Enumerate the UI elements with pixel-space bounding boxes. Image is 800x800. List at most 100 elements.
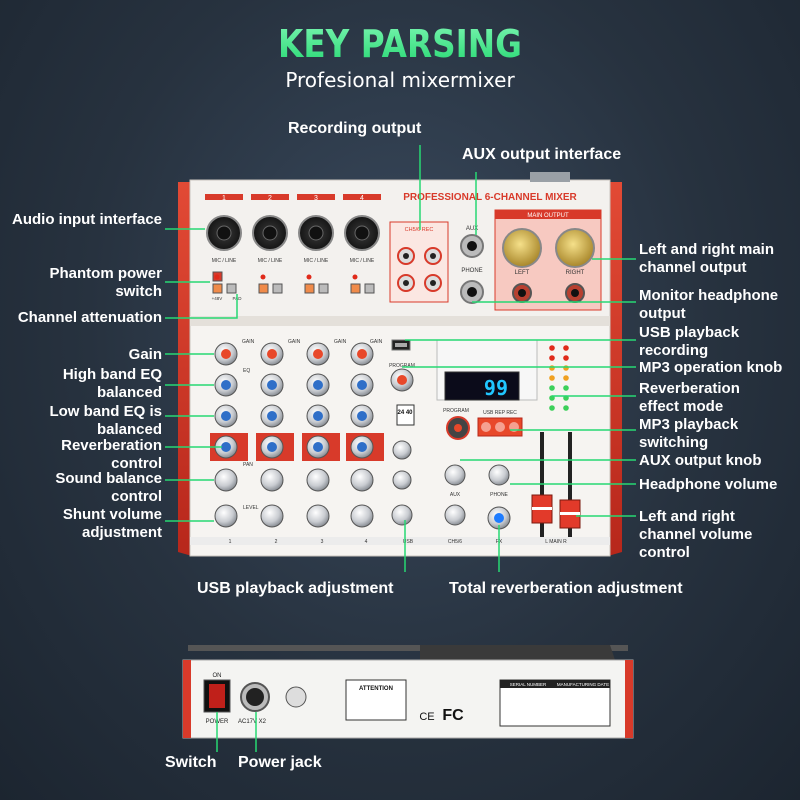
level-label-1: LEVEL xyxy=(243,505,259,511)
label-channel-attenuation: Channel attenuation xyxy=(17,309,162,326)
ch56-rec-label: CH5/6 REC xyxy=(405,227,434,233)
label-audio-input: Audio input interface xyxy=(12,211,162,228)
label-aux-knob: AUX output knob xyxy=(639,452,762,469)
gain-label-2: GAIN xyxy=(288,339,301,345)
phone-label-top: PHONE xyxy=(461,268,482,274)
aux-label-top: AUX xyxy=(466,226,478,232)
knob xyxy=(260,504,284,528)
ch-num-3: 3 xyxy=(314,195,318,202)
knob-cap xyxy=(357,349,367,359)
knob xyxy=(350,504,374,528)
label-recording-output: Recording output xyxy=(288,120,422,137)
strip-main: L MAIN R xyxy=(545,539,567,545)
led xyxy=(563,355,569,361)
label-reverb-control: Reverberation control xyxy=(61,437,162,472)
knob-cap xyxy=(357,411,367,421)
label-phantom-power: Phantom power switch xyxy=(49,265,162,300)
rear-ce: CE xyxy=(419,711,434,723)
gain-label-1: GAIN xyxy=(242,339,255,345)
label-high-eq: High band EQ balanced xyxy=(62,366,162,401)
display-number: 99 xyxy=(484,376,508,400)
knob xyxy=(306,468,330,492)
knob-cap xyxy=(313,380,323,390)
label-reverb-mode: Reverberation effect mode xyxy=(639,380,740,415)
right-label: RIGHT xyxy=(566,270,585,276)
label-aux-output: AUX output interface xyxy=(462,146,622,163)
knob-cap xyxy=(267,411,277,421)
led xyxy=(549,405,555,411)
channel-strips xyxy=(210,342,384,528)
label-sound-balance: Sound balance control xyxy=(55,470,162,505)
strip-num-3: 3 xyxy=(321,539,324,545)
knob-cap xyxy=(357,380,367,390)
mp3-section: 99 xyxy=(436,339,538,440)
program-label-2: PROGRAM xyxy=(443,408,469,414)
page-subtitle: Profesional mixermixer xyxy=(285,68,515,92)
label-usb-playback: USB playback recording xyxy=(639,324,740,359)
knob xyxy=(306,504,330,528)
knob xyxy=(260,468,284,492)
eq-label-1: EQ xyxy=(243,368,250,374)
label-total-reverb: Total reverberation adjustment xyxy=(449,580,683,597)
label-headphone-volume: Headphone volume xyxy=(639,476,778,493)
strip-usb: USB xyxy=(403,539,414,545)
led-meter xyxy=(549,345,569,411)
strip-num-4: 4 xyxy=(365,539,368,545)
rear-panel xyxy=(182,645,634,739)
label-main-output: Left and right main channel output xyxy=(639,241,774,276)
aux-fx-knobs xyxy=(444,464,511,530)
strip-ch56: CH5/6 xyxy=(448,539,462,545)
left-label: LEFT xyxy=(515,270,530,276)
knob xyxy=(350,468,374,492)
ch-num-2: 2 xyxy=(268,195,272,202)
label-mp3-knob: MP3 operation knob xyxy=(639,359,783,376)
aux-phone-column: AUX PHONE xyxy=(460,226,484,304)
usb-column: 24 40 xyxy=(390,339,415,526)
led xyxy=(549,375,555,381)
program-label-1: PROGRAM xyxy=(389,363,415,369)
knob-cap xyxy=(221,380,231,390)
rear-attention: ATTENTION xyxy=(359,686,393,692)
knob xyxy=(214,504,238,528)
phone-label-knob: PHONE xyxy=(490,492,508,498)
mic-line-4: MIC / LINE xyxy=(350,258,375,264)
knob-cap xyxy=(267,349,277,359)
rear-serial: SERIAL NUMBER xyxy=(510,682,547,687)
mic-line-2: MIC / LINE xyxy=(258,258,283,264)
label-mp3-switch: MP3 playback switching xyxy=(639,416,739,451)
label-monitor-headphone: Monitor headphone output xyxy=(639,287,779,322)
led xyxy=(549,345,555,351)
ch-num-1: 1 xyxy=(222,195,226,202)
knob-cap xyxy=(221,411,231,421)
badge-24-40: 24 40 xyxy=(397,410,413,416)
pan-label-1: PAN xyxy=(243,462,253,468)
knob xyxy=(214,468,238,492)
led xyxy=(549,365,555,371)
led xyxy=(563,385,569,391)
knob-cap xyxy=(221,442,231,452)
led xyxy=(563,345,569,351)
channel-inputs xyxy=(205,194,381,294)
gain-label-3: GAIN xyxy=(334,339,347,345)
aux-label-knob: AUX xyxy=(450,492,461,498)
label-gain: Gain xyxy=(128,346,162,363)
rear-on: ON xyxy=(213,673,222,679)
rear-manufacture: MANUFACTURING DATE xyxy=(557,682,609,687)
mic-line-3: MIC / LINE xyxy=(304,258,329,264)
panel-brand: PROFESSIONAL 6-CHANNEL MIXER xyxy=(403,192,577,203)
ch56-rec-box: CH5/6 REC xyxy=(389,221,449,303)
page-title: KEY PARSING xyxy=(56,22,744,66)
usb-rep-rec-label: USB REP REC xyxy=(483,410,517,416)
knob-cap xyxy=(221,349,231,359)
knob-cap xyxy=(267,380,277,390)
knob-cap xyxy=(313,411,323,421)
rear-ac-in: AC17V X2 xyxy=(238,719,267,725)
mic-line-1: MIC / LINE xyxy=(212,258,237,264)
plus48v-1: +48V xyxy=(212,296,223,301)
knob-cap xyxy=(313,349,323,359)
label-lr-volume: Left and right channel volume control xyxy=(639,508,753,561)
rear-fc: FC xyxy=(442,707,464,724)
strip-num-1: 1 xyxy=(229,539,232,545)
callout-lines xyxy=(165,145,636,752)
